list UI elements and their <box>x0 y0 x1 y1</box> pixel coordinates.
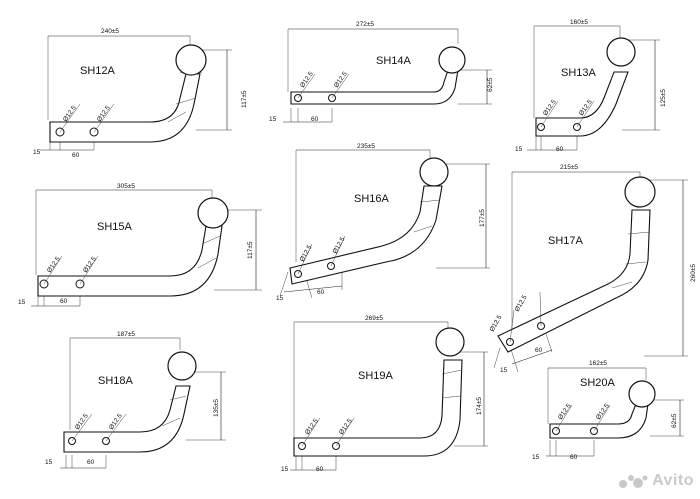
width-dimension: 235±5 <box>357 143 375 150</box>
hole-diameter-dimension: Ø12.5 <box>338 417 354 436</box>
spacing-dimension: 60 <box>60 298 68 305</box>
hole-diameter-dimension: Ø12.5 <box>557 402 573 421</box>
model-label: SH12A <box>80 65 116 77</box>
hole-diameter-dimension: Ø12.5 <box>96 104 112 123</box>
width-dimension: 240±5 <box>101 28 119 35</box>
offset-dimension: 15 <box>532 454 540 461</box>
height-dimension: 174±5 <box>476 397 483 415</box>
height-dimension: 177±5 <box>479 209 486 227</box>
spacing-dimension: 60 <box>72 152 80 159</box>
tow-ball <box>175 44 207 76</box>
model-label: SH15A <box>97 221 133 233</box>
spacing-dimension: 60 <box>570 454 578 461</box>
hook-diagram-sh20a: SH20A 162±5 62±5 Ø12.5 Ø12.5 15 60 <box>532 360 684 461</box>
hook-diagram-sh16a: SH16A 235±5 177±5 Ø12.5 Ø12.5 15 60 <box>276 143 490 302</box>
hook-arm <box>37 225 223 297</box>
watermark: Avito <box>618 472 694 490</box>
width-dimension: 269±5 <box>365 315 383 322</box>
tow-ball <box>624 176 656 208</box>
hole-diameter-dimension: Ø12.5 <box>299 244 314 263</box>
hole-diameter-dimension: Ø12.5 <box>595 402 611 421</box>
hole-diameter-dimension: Ø12.5 <box>489 314 504 333</box>
tow-ball <box>435 327 465 357</box>
tow-ball <box>419 157 449 187</box>
model-label: SH19A <box>358 370 394 382</box>
hook-arm <box>293 359 463 457</box>
model-label: SH17A <box>548 235 584 247</box>
hook-arm <box>290 69 459 105</box>
hook-diagram-sh19a: SH19A 269±5 174±5 Ø12.5 Ø12.5 15 60 <box>281 315 488 473</box>
offset-dimension: 15 <box>33 149 41 156</box>
watermark-text: Avito <box>652 472 694 489</box>
spacing-dimension: 60 <box>316 466 324 473</box>
hook-diagram-sh12a: SH12A 240±5 117±5 Ø12.5 Ø12.5 15 60 <box>33 28 248 159</box>
hole-diameter-dimension: Ø12.5 <box>62 104 78 123</box>
hook-arm <box>49 73 201 143</box>
spacing-dimension: 60 <box>535 347 543 354</box>
hook-diagram-sh13a: SH13A 160±5 125±5 Ø12.5 Ø12.5 15 60 <box>515 19 667 153</box>
hole-diameter-dimension: Ø12.5 <box>333 70 349 89</box>
hole-diameter-dimension: Ø12.5 <box>82 255 98 274</box>
tow-ball <box>606 37 636 67</box>
hole-diameter-dimension: Ø12.5 <box>46 255 62 274</box>
width-dimension: 187±5 <box>117 331 135 338</box>
tow-ball <box>167 351 197 381</box>
model-label: SH13A <box>561 67 597 79</box>
hole-diameter-dimension: Ø12.5 <box>74 412 90 431</box>
spacing-dimension: 60 <box>311 116 319 123</box>
spacing-dimension: 60 <box>87 459 95 466</box>
hole-diameter-dimension: Ø12.5 <box>332 236 347 255</box>
hook-diagram-sh17a: SH17A 215±5 260±5 Ø12.5 Ø12.5 15 60 <box>489 164 697 374</box>
hook-arm <box>289 185 443 285</box>
model-label: SH18A <box>98 375 134 387</box>
tow-ball <box>628 380 656 408</box>
hook-arm <box>63 385 191 453</box>
model-label: SH16A <box>354 193 390 205</box>
width-dimension: 305±5 <box>117 183 135 190</box>
hook-diagram-sh15a: SH15A 305±5 117±5 Ø12.5 Ø12.5 15 60 <box>18 183 262 307</box>
hook-diagram-sh18a: SH18A 187±5 135±5 Ø12.5 Ø12.5 15 60 <box>45 331 226 469</box>
spacing-dimension: 60 <box>317 289 325 296</box>
avito-logo-icon <box>619 475 648 488</box>
height-dimension: 135±5 <box>213 399 220 417</box>
hook-diagram-sh14a: SH14A 272±5 62±5 Ø12.5 Ø12.5 15 60 <box>269 21 494 123</box>
spacing-dimension: 60 <box>556 146 564 153</box>
hook-arm <box>535 71 629 137</box>
height-dimension: 125±5 <box>660 89 667 107</box>
width-dimension: 215±5 <box>560 164 578 171</box>
width-dimension: 162±5 <box>589 360 607 367</box>
height-dimension: 62±5 <box>671 413 678 428</box>
height-dimension: 117±5 <box>241 90 248 108</box>
hole-diameter-dimension: Ø12.5 <box>304 417 320 436</box>
offset-dimension: 15 <box>269 116 277 123</box>
width-dimension: 272±5 <box>356 21 374 28</box>
offset-dimension: 15 <box>276 295 284 302</box>
offset-dimension: 15 <box>18 299 26 306</box>
offset-dimension: 15 <box>500 367 508 374</box>
hole-diameter-dimension: Ø12.5 <box>108 412 124 431</box>
model-label: SH14A <box>376 55 412 67</box>
hook-arm <box>497 209 651 353</box>
tow-ball <box>438 46 466 74</box>
hole-diameter-dimension: Ø12.5 <box>299 70 315 89</box>
offset-dimension: 15 <box>281 466 289 473</box>
model-label: SH20A <box>580 377 616 389</box>
height-dimension: 117±5 <box>247 241 254 259</box>
hole-diameter-dimension: Ø12.5 <box>514 294 529 313</box>
offset-dimension: 15 <box>45 459 53 466</box>
offset-dimension: 15 <box>515 146 523 153</box>
width-dimension: 160±5 <box>570 19 588 26</box>
tow-ball <box>197 197 229 229</box>
height-dimension: 62±5 <box>487 77 494 92</box>
hole-diameter-dimension: Ø12.5 <box>542 98 558 117</box>
height-dimension: 260±5 <box>690 264 697 282</box>
